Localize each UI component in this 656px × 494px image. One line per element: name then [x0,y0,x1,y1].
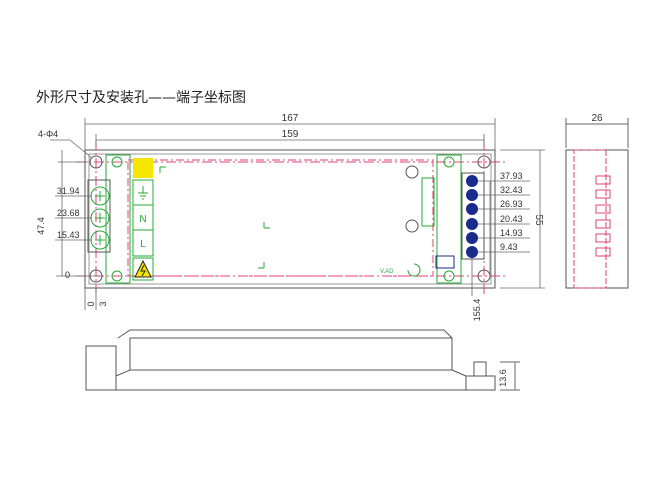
side-pcb [573,149,607,289]
dim-offset-x: 3 [98,301,108,306]
terminal-label-l: L [140,239,146,250]
dim-height: 55 [533,214,544,226]
bracket-screw [111,270,123,282]
terminal-label-n: N [139,214,146,225]
output-terminal [466,203,478,215]
output-terminal [466,218,478,230]
dim-side-height: 13.6 [498,369,508,387]
dimension-lines [50,118,545,310]
output-terminal-block [461,172,485,260]
terminal-screw-cross [95,191,105,245]
left-terminal-bracket [105,154,131,284]
output-terminal [466,175,478,187]
output-terminal [466,189,478,201]
dim-origin-y: 0 [65,270,70,280]
pcb-connector [435,255,455,269]
terminal-label-strip [132,179,154,257]
pcb-hole [405,165,419,179]
enclosure-inner-outline [88,153,492,285]
front-body [129,337,453,371]
left-coord: 31.94 [57,186,80,196]
alignment-marks [159,166,270,269]
board-mark: V.AD [380,269,394,275]
enclosure-outline [84,149,496,289]
mounting-hole [89,155,103,169]
front-right-terminal [473,361,487,377]
right-coord: 20.43 [500,214,523,224]
side-view [565,118,629,289]
top-view [76,140,505,296]
bracket-screw [443,156,455,168]
right-coord: 26.93 [500,199,523,209]
ground-symbol-icon [138,186,148,200]
dim-hole-spacing: 159 [282,129,299,140]
dim-right-length: 155.4 [472,299,482,322]
bracket-screw [443,270,455,282]
led-indicator [407,263,421,277]
drawing-title: 外形尺寸及安装孔——端子坐标图 [36,90,246,106]
pcb-hole [405,219,419,233]
bracket-screw [111,156,123,168]
output-terminal [466,246,478,258]
right-coord: 14.93 [500,228,523,238]
right-coord: 9.43 [500,242,518,252]
high-voltage-warning-icon [134,259,152,278]
output-terminals [466,175,478,258]
side-outline [565,149,629,289]
front-view [85,329,520,391]
output-terminal [466,232,478,244]
front-left-terminal [85,345,117,391]
left-terminal-block [87,179,111,253]
yellow-marker [133,158,153,178]
dim-left-height: 47.4 [36,217,46,235]
left-coord: 15.43 [57,230,80,240]
pcb-outline [127,159,434,277]
mounting-hole [477,155,491,169]
right-coord: 32.43 [500,185,523,195]
dim-origin-x: 0 [86,301,96,306]
warning-label [132,257,154,281]
dim-side-width: 26 [591,113,603,124]
right-coord: 37.93 [500,171,523,181]
pcb-component [421,177,435,227]
dim-overall-length: 167 [282,113,299,124]
left-coord: 23.68 [57,208,80,218]
dim-hole-note: 4-Φ4 [38,129,58,139]
front-right-flange [465,375,496,391]
right-terminal-bracket [436,154,462,284]
front-top-edge [117,329,453,339]
